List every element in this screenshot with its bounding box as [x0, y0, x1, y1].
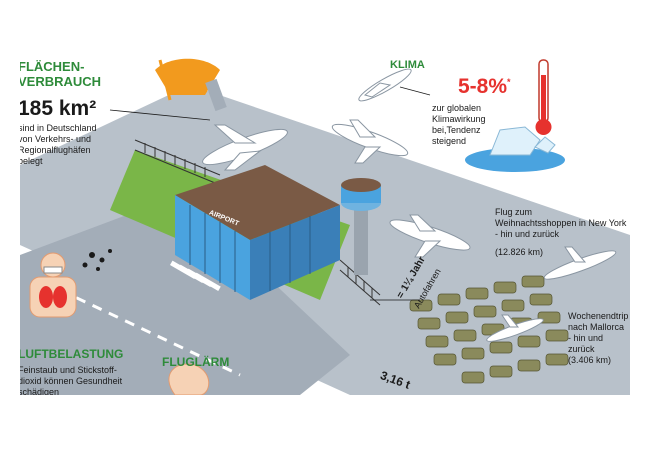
terminal-building: [175, 165, 340, 300]
ny-airplane: [543, 246, 617, 280]
laerm-heading: FLUGLÄRM: [162, 355, 230, 369]
flaechen-heading-line1: FLÄCHEN-: [20, 59, 85, 74]
mallorca-trip-description: Wochenendtrip nach Mallorca - hin und zu…: [568, 311, 629, 365]
control-tower: [341, 178, 381, 275]
ny-trip-km: (12.826 km): [495, 247, 544, 257]
runway-stripes: [170, 260, 221, 291]
parked-airplane-3: [389, 214, 471, 258]
ear-icon: [168, 363, 210, 395]
flaechen-heading-line2: VERBRAUCH: [20, 74, 102, 89]
airport-illustration: [20, 58, 630, 395]
runway: [20, 195, 350, 395]
mallorca-airplane: [486, 314, 544, 342]
flaechen-heading: FLÄCHEN- VERBRAUCH: [20, 59, 101, 89]
klima-description: zur globalen Klimawirkung bei,Tendenz st…: [432, 103, 486, 146]
concrete-mixer: [155, 58, 227, 112]
thermometer-icon: [535, 59, 552, 135]
klima-percent: 5-8%*: [458, 75, 511, 98]
luft-heading: LUFTBELASTUNG: [20, 347, 124, 361]
infographic-canvas: FLÄCHEN- VERBRAUCH 185 km² sind in Deuts…: [20, 55, 630, 395]
fence-left: [134, 139, 221, 186]
human-lungs-icon: [29, 252, 77, 318]
fence-right: [339, 259, 381, 306]
luft-description: Feinstaub und Stickstoff- dioxid können …: [20, 365, 123, 395]
ny-trip-description: Flug zum Weihnachtsshoppen in New York -…: [495, 207, 627, 239]
klima-heading: KLIMA: [390, 59, 425, 71]
melting-ice-icon: [465, 126, 565, 172]
parked-airplane-2: [331, 119, 409, 164]
flying-airplane: [358, 68, 412, 102]
annotation-lines: [109, 86, 431, 301]
parked-airplane-1: [202, 124, 288, 171]
flaechen-value: 185 km²: [20, 97, 97, 120]
particle-dots: [82, 249, 112, 271]
runway-centerline: [59, 288, 241, 377]
flaechen-description: sind in Deutschland von Verkehrs- und Re…: [20, 123, 97, 166]
